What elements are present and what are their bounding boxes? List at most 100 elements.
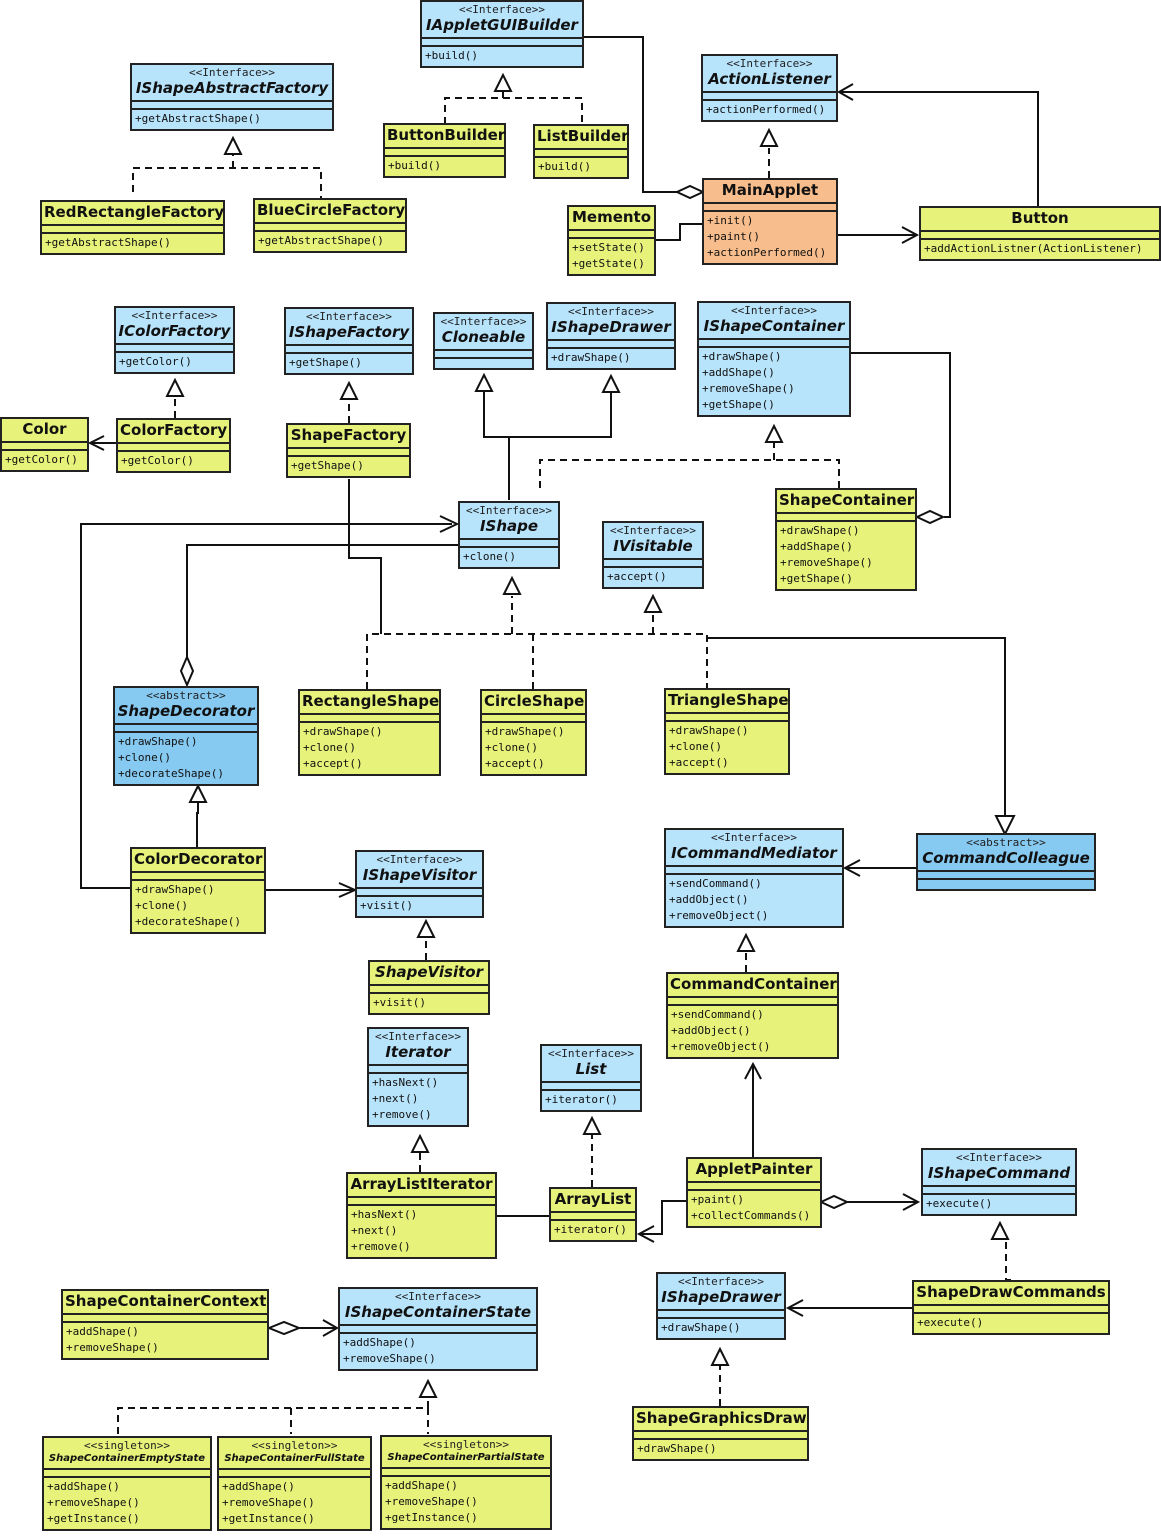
class-header: <<Interface>>Cloneable <box>435 314 532 351</box>
edge-button-to-actionlistener <box>839 91 1039 207</box>
class-name: ShapeFactory <box>290 426 407 444</box>
class-box-commandcolleague: <<abstract>>CommandColleague <box>916 833 1096 891</box>
operation: +hasNext() <box>372 1076 439 1089</box>
operations-compartment: +drawShape()+clone()+decorateShape() <box>115 733 257 784</box>
operation: +collectCommands() <box>691 1209 811 1222</box>
operations-compartment: +visit() <box>370 994 488 1013</box>
attributes-compartment <box>219 1470 370 1478</box>
operations-compartment: +getAbstractShape() <box>42 234 223 253</box>
class-stereotype: <<Interface>> <box>955 1151 1043 1164</box>
arrow-to-color <box>87 435 105 451</box>
operation: +actionPerformed() <box>707 246 827 259</box>
edge-buttonbuilder-realizes-iappletguibuilder <box>444 91 583 124</box>
class-box-shapegraphicsdraw: ShapeGraphicsDraw+drawShape() <box>632 1406 809 1461</box>
class-box-shapecontainerpartialstate: <<singleton>>ShapeContainerPartialState +… <box>380 1435 552 1530</box>
edge-colordecorator-to-ishape <box>80 523 452 889</box>
class-header: ArrayListIterator <box>348 1174 495 1198</box>
class-name: ListBuilder <box>537 127 629 145</box>
class-box-list: <<Interface>>List+iterator() <box>540 1044 642 1112</box>
operations-compartment: +getAbstractShape() <box>132 110 332 129</box>
class-box-ishapeabstractfactory: <<Interface>>IShapeAbstractFactory+getAb… <box>130 63 334 131</box>
operation: +addShape() <box>780 540 853 553</box>
operations-compartment: +iterator() <box>542 1091 640 1110</box>
class-stereotype: <<Interface>> <box>376 853 463 866</box>
class-header: Button <box>921 208 1159 232</box>
edge-triangleshape-generalizes-commandcolleague <box>707 637 1006 815</box>
class-name: IShapeDrawer <box>551 318 671 336</box>
attributes-compartment <box>777 514 915 522</box>
head-realize-iterator <box>410 1133 430 1153</box>
operations-compartment: +getColor() <box>118 452 229 471</box>
operations-compartment: +drawShape() <box>548 349 674 368</box>
class-name: Memento <box>571 208 652 226</box>
operation: +addShape() <box>222 1480 295 1493</box>
class-header: <<Interface>>ActionListener <box>703 56 836 93</box>
attributes-compartment <box>288 449 409 457</box>
class-header: <<singleton>>ShapeContainerFullState <box>219 1438 370 1470</box>
class-box-icolorfactory: <<Interface>>IColorFactory+getColor() <box>114 306 235 374</box>
head-realize-ishapeabstractfactory <box>223 135 243 155</box>
edge-colordecorator-generalizes-shapedecorator <box>196 803 199 847</box>
attributes-compartment <box>357 889 482 897</box>
operation: +getAbstractShape() <box>45 236 171 249</box>
operations-compartment: +paint()+collectCommands() <box>688 1191 820 1226</box>
attributes-compartment <box>535 150 627 158</box>
class-box-redrectanglefactory: RedRectangleFactory+getAbstractShape() <box>40 200 225 255</box>
operations-compartment: +clone() <box>460 548 558 567</box>
class-name: TriangleShape <box>668 691 789 709</box>
class-stereotype: <<abstract>> <box>966 836 1046 849</box>
class-header: <<Interface>>IShapeCommand <box>923 1150 1075 1187</box>
class-header: <<singleton>>ShapeContainerEmptyState <box>44 1438 210 1470</box>
class-name: Color <box>22 420 67 438</box>
operation: +next() <box>372 1092 419 1105</box>
operation: +iterator() <box>545 1093 618 1106</box>
operation: +accept() <box>607 570 667 583</box>
class-box-actionlistener: <<Interface>>ActionListener+actionPerfor… <box>701 54 838 122</box>
attributes-compartment <box>918 872 1094 880</box>
operations-compartment: +execute() <box>914 1314 1108 1333</box>
operation: +getInstance() <box>222 1512 315 1525</box>
class-stereotype: <<Interface>> <box>677 1275 765 1288</box>
edge-iappletguibuilder-aggregates-mainapplet <box>584 36 678 193</box>
operation: +getColor() <box>5 453 78 466</box>
class-header: <<Interface>>IShapeContainerState <box>340 1289 536 1326</box>
operation: +visit() <box>373 996 426 1009</box>
arrow-to-ishape <box>439 515 460 533</box>
operation: +drawShape() <box>485 725 565 738</box>
operation: +addActionListner(ActionListener) <box>924 242 1143 255</box>
class-stereotype: <<singleton>> <box>83 1439 171 1452</box>
class-stereotype: <<Interface>> <box>440 315 527 328</box>
class-header: TriangleShape <box>666 690 789 714</box>
class-name: IColorFactory <box>118 322 231 340</box>
operation: +clone() <box>669 740 722 753</box>
edge-shapefactory-to-rectangleshape <box>348 479 382 634</box>
class-name: ArrayList <box>554 1190 632 1208</box>
operation: +removeShape() <box>385 1495 478 1508</box>
class-box-ishapedrawertop: <<Interface>>IShapeDrawer+drawShape() <box>546 302 676 370</box>
attributes-compartment <box>382 1469 550 1477</box>
arrow-to-ishapecommand <box>902 1193 921 1211</box>
diamond-mainapplet <box>674 184 706 200</box>
operation: +getColor() <box>119 355 192 368</box>
operation: +remove() <box>372 1108 432 1121</box>
class-box-circleshape: CircleShape+drawShape()+clone()+accept() <box>480 689 587 776</box>
operations-compartment: +drawShape() <box>658 1319 784 1338</box>
class-box-shapecontainer: ShapeContainer+drawShape()+addShape()+re… <box>775 488 917 591</box>
class-header: <<singleton>>ShapeContainerPartialState <box>382 1437 550 1469</box>
diamond-shapecontainercontext <box>266 1320 302 1336</box>
operation: +addShape() <box>702 366 775 379</box>
class-box-color: Color +getColor() <box>0 417 89 472</box>
class-box-iterator: <<Interface>>Iterator+hasNext()+next()+r… <box>367 1027 469 1127</box>
class-header: Color <box>2 419 87 443</box>
attributes-compartment <box>921 232 1159 240</box>
class-header: ShapeDrawCommands <box>914 1282 1108 1306</box>
operation: +removeShape() <box>47 1496 140 1509</box>
operation: +getColor() <box>121 454 194 467</box>
class-header: <<Interface>>IVisitable <box>604 523 702 560</box>
operations-compartment: +addShape()+removeShape()+getInstance() <box>382 1477 550 1528</box>
operation: +init() <box>707 214 754 227</box>
class-stereotype: <<abstract>> <box>146 689 226 702</box>
class-name: IShapeContainer <box>703 317 845 335</box>
arrow-to-button <box>901 226 920 244</box>
head-realize-icolorfactory <box>165 377 185 397</box>
